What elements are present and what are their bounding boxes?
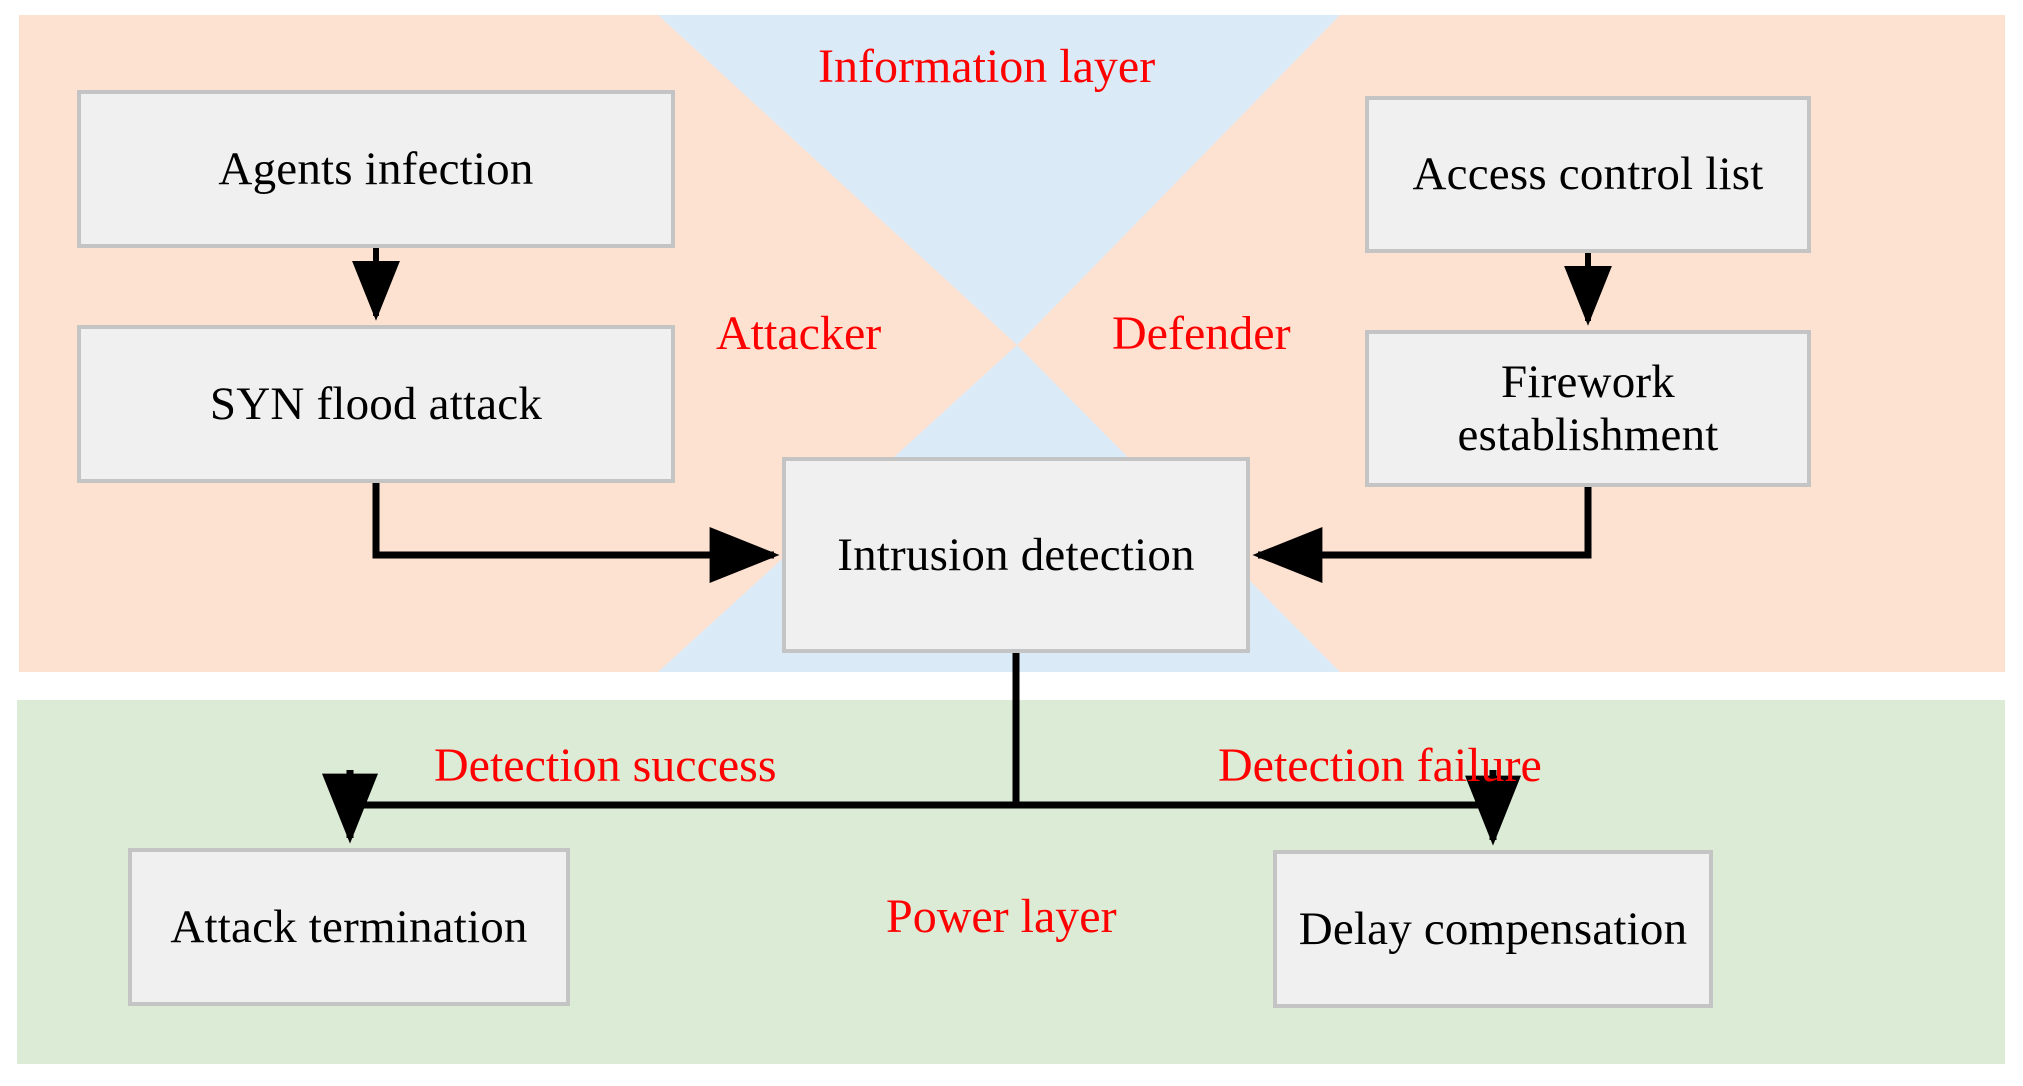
label-detection-failure: Detection failure	[1218, 739, 1542, 792]
node-firework-establishment[interactable]: Firework establishment	[1365, 330, 1811, 487]
node-attack-termination[interactable]: Attack termination	[128, 848, 570, 1006]
label-power-layer: Power layer	[886, 890, 1117, 943]
node-agents-infection[interactable]: Agents infection	[77, 90, 675, 248]
node-label-line-1: Firework	[1501, 355, 1675, 408]
label-detection-success: Detection success	[434, 739, 777, 792]
node-firework-establishment-label: Firework establishment	[1457, 356, 1718, 461]
node-intrusion-detection[interactable]: Intrusion detection	[782, 457, 1250, 653]
node-access-control-list[interactable]: Access control list	[1365, 96, 1811, 253]
label-defender: Defender	[1112, 307, 1291, 360]
node-delay-compensation[interactable]: Delay compensation	[1273, 850, 1713, 1008]
label-information-layer: Information layer	[818, 40, 1156, 93]
node-syn-flood-attack[interactable]: SYN flood attack	[77, 325, 675, 483]
node-label-line-2: establishment	[1457, 408, 1719, 461]
label-attacker: Attacker	[716, 307, 882, 360]
